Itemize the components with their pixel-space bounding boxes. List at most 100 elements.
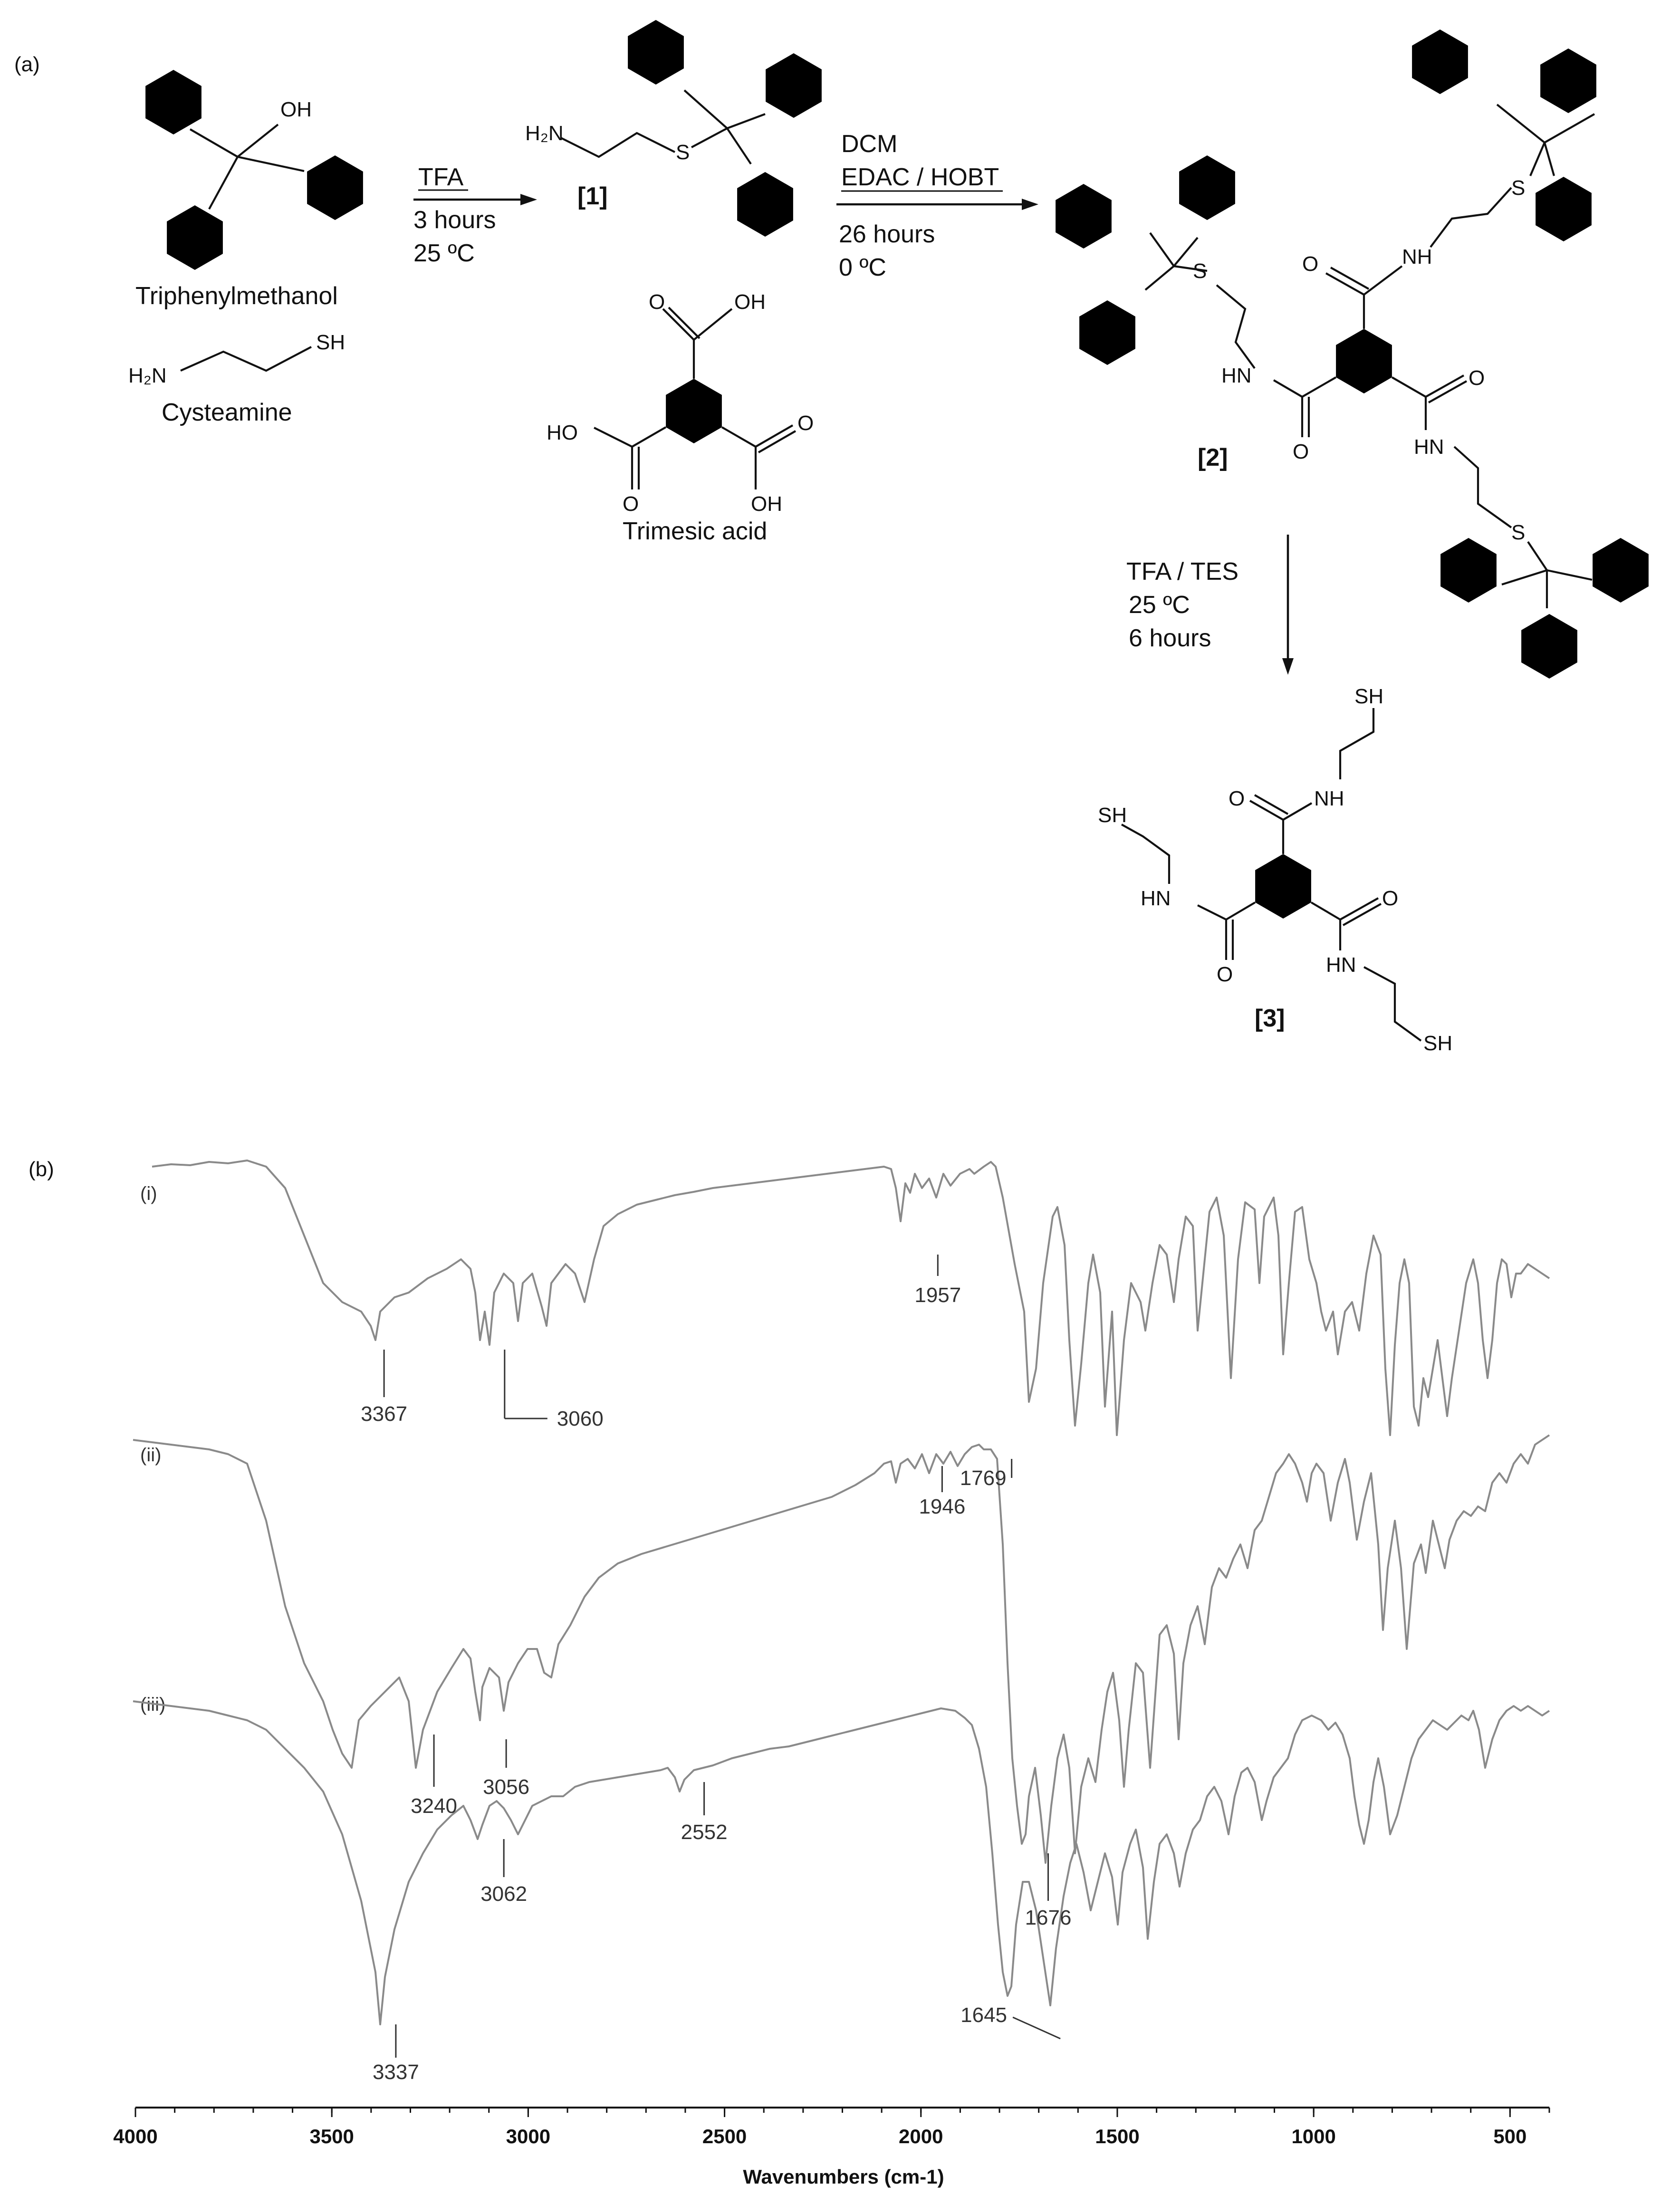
cysteamine-name: Cysteamine <box>162 399 292 426</box>
trace-i-label: (i) <box>140 1183 157 1204</box>
oxygen-label: O <box>623 492 639 516</box>
x-tick-label: 3500 <box>309 2125 354 2147</box>
reaction-arrow-3 <box>1282 535 1294 675</box>
thiol-label: SH <box>1423 1032 1452 1055</box>
peak-label: 1769 <box>960 1467 1007 1490</box>
compound-1-structure: H₂N S [1] <box>525 20 822 237</box>
oxygen-label: O <box>1217 963 1233 986</box>
oxygen-label: O <box>1229 787 1245 810</box>
amide-hn-label: HN <box>1141 887 1171 910</box>
oxygen-label: O <box>1302 252 1318 276</box>
x-tick-label: 2500 <box>702 2125 747 2147</box>
benzene-ring <box>766 53 822 118</box>
triphenylmethanol-structure: OH Triphenylmethanol <box>135 70 363 310</box>
benzene-ring <box>1540 48 1596 113</box>
x-axis-label: Wavenumbers (cm-1) <box>743 2166 944 2188</box>
amide-hn-label: HN <box>1326 953 1356 977</box>
trace-ii-label: (ii) <box>140 1445 161 1466</box>
reaction-arrow-1 <box>413 194 537 205</box>
step1-time: 3 hours <box>413 206 496 234</box>
peak-leader-line <box>1012 2016 1061 2040</box>
benzene-ring <box>167 205 223 270</box>
cysteamine-structure: H₂N SH Cysteamine <box>128 331 345 426</box>
peak-label: 1946 <box>919 1495 965 1518</box>
peak-label: 3062 <box>480 1882 527 1906</box>
x-tick-label: 1000 <box>1291 2125 1335 2147</box>
x-tick-label: 2000 <box>899 2125 943 2147</box>
step1-reagent: TFA <box>418 163 464 191</box>
hydroxyl-label: OH <box>280 98 312 121</box>
amine-label: H₂N <box>525 122 564 145</box>
panel-a-label: (a) <box>14 53 40 76</box>
peak-label: 3337 <box>373 2061 419 2084</box>
step2-solvent: DCM <box>841 130 897 158</box>
spectrum-trace-i <box>152 1160 1550 1436</box>
amide-hn-label: HN <box>1414 435 1444 459</box>
benzene-ring <box>1079 300 1135 365</box>
amide-nh-label: NH <box>1402 245 1432 268</box>
thiol-label: SH <box>316 331 345 354</box>
benzene-ring <box>1412 29 1468 94</box>
amide-nh-label: NH <box>1314 787 1344 810</box>
benzene-ring <box>1336 329 1392 393</box>
thiol-label: SH <box>1098 804 1127 827</box>
hydroxyl-label: OH <box>751 492 782 516</box>
compound-2-label: [2] <box>1198 444 1228 471</box>
x-tick-label: 500 <box>1493 2125 1526 2147</box>
benzene-ring <box>1521 614 1577 679</box>
compound-3-label: [3] <box>1255 1005 1285 1032</box>
spectrum-trace-ii <box>133 1434 1550 1864</box>
triphenylmethanol-name: Triphenylmethanol <box>135 282 338 310</box>
benzene-ring <box>666 379 722 443</box>
trimesic-acid-structure: O OH HO O O OH Trimesic acid <box>547 290 814 545</box>
compound-1-label: [1] <box>577 182 608 210</box>
x-tick-label: 1500 <box>1095 2125 1139 2147</box>
peak-label: 3367 <box>361 1402 407 1426</box>
benzene-ring <box>1056 184 1112 249</box>
compound-3-structure: O NH SH HN SH O O HN SH [3] <box>1098 685 1452 1055</box>
oxygen-label: O <box>797 412 814 435</box>
benzene-ring <box>628 20 684 85</box>
amine-label: H₂N <box>128 364 167 387</box>
benzene-ring <box>1536 177 1592 241</box>
benzene-ring <box>737 172 793 237</box>
step1-temperature: 25 ºC <box>413 240 475 267</box>
benzene-ring <box>145 70 202 134</box>
scheme-panel-a: (a) OH Triphenylmethanol H₂N SH Cysteami… <box>14 20 1649 1055</box>
sulfur-label: S <box>1511 521 1525 544</box>
sulfur-label: S <box>1511 176 1525 200</box>
peak-label: 1676 <box>1025 1906 1072 1929</box>
x-tick-label: 4000 <box>113 2125 157 2147</box>
step2-time: 26 hours <box>839 220 935 248</box>
panel-b-label: (b) <box>29 1158 54 1181</box>
step3-temperature: 25 ºC <box>1129 591 1190 619</box>
reaction-arrow-2 <box>836 199 1038 210</box>
benzene-ring <box>1593 538 1649 603</box>
step3-reagents: TFA / TES <box>1126 558 1238 585</box>
trimesic-acid-name: Trimesic acid <box>623 518 767 545</box>
peak-label: 1645 <box>960 2003 1007 2027</box>
benzene-ring <box>1179 155 1235 220</box>
peak-label: 3060 <box>557 1407 604 1430</box>
hydroxyl-label: HO <box>547 421 578 444</box>
step3-time: 6 hours <box>1129 624 1211 652</box>
step2-temperature: 0 ºC <box>839 254 886 281</box>
hydroxyl-label: OH <box>734 290 766 314</box>
benzene-ring <box>1255 854 1311 919</box>
x-tick-label: 3000 <box>506 2125 550 2147</box>
peak-label: 2552 <box>681 1821 728 1844</box>
benzene-ring <box>1440 538 1497 603</box>
oxygen-label: O <box>1469 366 1485 390</box>
step2-reagents: EDAC / HOBT <box>841 163 999 191</box>
oxygen-label: O <box>1293 440 1309 463</box>
spectrum-trace-iii <box>133 1700 1550 2025</box>
peak-label: 3240 <box>411 1794 457 1818</box>
sulfur-label: S <box>1193 259 1207 283</box>
benzene-ring <box>307 155 363 220</box>
x-axis-ticks: 4000 3500 3000 2500 2000 1500 1000 500 <box>113 2108 1550 2147</box>
compound-2-structure: O NH S HN O S <box>1056 29 1649 679</box>
thiol-label: SH <box>1354 685 1383 708</box>
